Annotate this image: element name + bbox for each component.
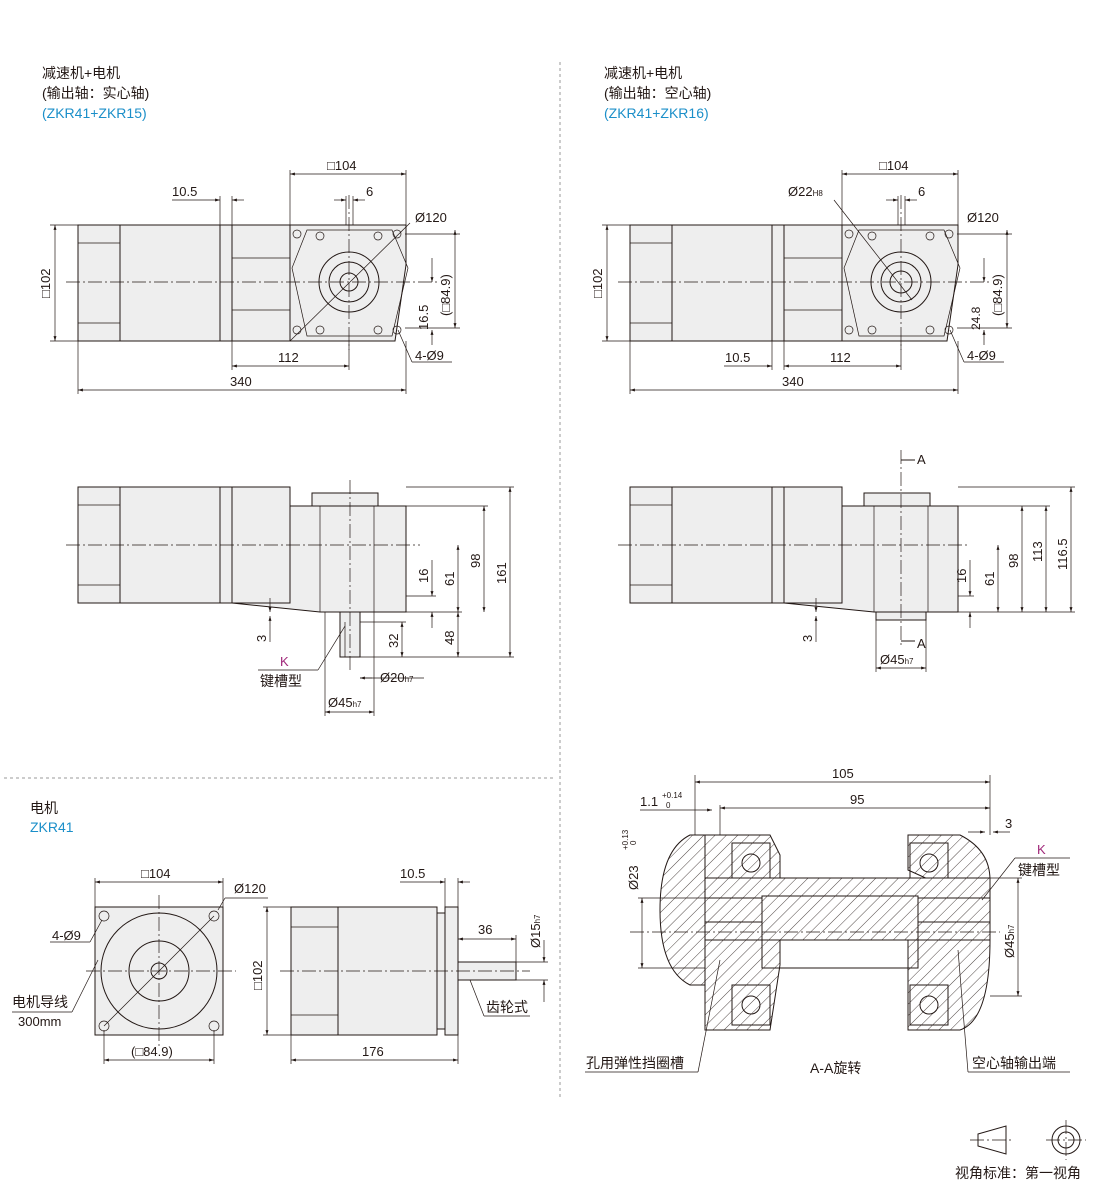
bl-dim-10-5: 10.5 [400,866,425,881]
bl-dim-102: □102 [250,960,265,990]
sec-dim-3: 3 [1005,816,1012,831]
sec-dim-1-1-up: +0.14 [662,791,683,800]
tr-dim-340: 340 [782,374,804,389]
bl-dim-84-9: (□84.9) [131,1044,173,1059]
sec-hollow-label: 空心轴输出端 [972,1055,1056,1071]
mr-dim-16: 16 [954,569,969,583]
mr-section-a-bottom: A [917,636,926,651]
mr-dim-98: 98 [1006,554,1021,568]
bl-holes: 4-Ø9 [52,928,81,943]
bl-lead-label: 电机导线 [12,994,68,1010]
tl-model: (ZKR41+ZKR15) [42,105,147,121]
sec-rotate-label: A-A旋转 [810,1060,861,1076]
ml-dim-32: 32 [386,634,401,648]
tl-dim-104: □104 [327,158,357,173]
bottom-left-view: 电机 ZKR41 □104 Ø120 4-Ø9 电机导线 300mm (□84.… [12,800,548,1064]
bl-title: 电机 [30,800,58,816]
bl-dim-104: □104 [141,866,171,881]
sec-dim-45: Ø45h7 [1002,924,1017,958]
projection-label: 视角标准：第一视角 [955,1165,1081,1181]
bl-model: ZKR41 [30,819,74,835]
tr-dim-22: Ø22H8 [788,184,823,199]
sec-hollow-shaft [704,877,991,941]
bl-gear-label: 齿轮式 [486,999,528,1015]
sec-dim-23: Ø23 [626,865,641,890]
sec-key-mark: K [1037,842,1046,857]
projection-cone-icon [977,1125,1007,1155]
ml-dim-45: Ø45h7 [328,695,362,710]
tl-dim-16-5: 16.5 [416,305,431,330]
tl-gearbox-body [231,224,291,342]
sec-dim-23-up: +0.13 [621,829,630,850]
tr-dim-84-9: (□84.9) [990,274,1005,316]
tl-subtitle: (输出轴：实心轴) [42,85,149,101]
ml-dim-161: 161 [494,562,509,584]
sec-end-cap [659,834,706,986]
tr-motor-body [629,224,773,342]
ml-dim-20: Ø20h7 [380,670,414,685]
sec-dim-23-lo: 0 [629,840,638,845]
ml-dim-48: 48 [442,631,457,645]
tr-flange [841,224,959,342]
sec-circlip-label: 孔用弹性挡圈槽 [586,1055,684,1071]
mid-right-view: A A 116.5 113 98 61 16 3 Ø45h7 [618,450,1075,672]
sec-dim-105: 105 [832,766,854,781]
tl-dim-84-9: (□84.9) [438,274,453,316]
mr-dim-45: Ø45h7 [880,652,914,667]
mr-dim-116-5: 116.5 [1055,538,1070,570]
bl-dim-120: Ø120 [234,881,266,896]
tl-dim-120: Ø120 [415,210,447,225]
tl-dim-112: 112 [278,350,299,365]
ml-dim-16: 16 [416,569,431,583]
tl-dim-102: □102 [38,268,53,298]
tl-dim-10-5: 10.5 [172,184,197,199]
tl-motor-body [77,224,221,342]
mid-left-view: 161 98 61 48 16 32 3 K 键槽型 Ø20h7 Ø45h7 [66,480,514,716]
sec-dim-1-1: 1.1 [640,794,658,809]
ml-key-label: 键槽型 [260,673,302,689]
tr-title: 减速机+电机 [604,65,682,81]
tr-dim-104: □104 [879,158,909,173]
tl-holes: 4-Ø9 [415,348,444,363]
tl-title: 减速机+电机 [42,65,120,81]
top-right-view: 减速机+电机 (输出轴：空心轴) (ZKR41+ZKR16) □104 6 Ø2… [590,65,1012,394]
sec-dim-1-1-lo: 0 [666,801,671,810]
tr-holes: 4-Ø9 [967,348,996,363]
ml-dim-61: 61 [442,572,457,586]
projection-legend: 视角标准：第一视角 [955,1120,1086,1181]
bl-dim-15: Ø15h7 [528,914,543,948]
mr-dim-3: 3 [800,635,815,642]
ml-dim-98: 98 [468,554,483,568]
tl-dim-6: 6 [366,184,373,199]
ml-dim-3: 3 [254,635,269,642]
tr-dim-120: Ø120 [967,210,999,225]
ml-key-mark: K [280,654,289,669]
sec-key-label: 键槽型 [1018,862,1060,878]
tr-model: (ZKR41+ZKR16) [604,105,709,121]
bl-dim-36: 36 [478,922,492,937]
mr-section-a-top: A [917,452,926,467]
sec-dim-95: 95 [850,792,864,807]
tr-dim-102: □102 [590,268,605,298]
bl-lead-length: 300mm [18,1014,61,1029]
tr-dim-112: 112 [830,350,851,365]
bl-dim-176: 176 [362,1044,384,1059]
top-left-view: 减速机+电机 (输出轴：实心轴) (ZKR41+ZKR15) □104 6 [38,65,460,394]
section-aa-view: 105 95 1.1 +0.14 0 Ø23 +0.13 0 3 K 键槽型 Ø… [585,766,1070,1076]
mr-dim-113: 113 [1030,541,1045,562]
tr-subtitle: (输出轴：空心轴) [604,85,711,101]
tr-dim-24-8: 24.8 [969,306,983,330]
tr-dim-10-5: 10.5 [725,350,750,365]
tr-dim-6: 6 [918,184,925,199]
tl-dim-340: 340 [230,374,252,389]
mr-dim-61: 61 [982,572,997,586]
